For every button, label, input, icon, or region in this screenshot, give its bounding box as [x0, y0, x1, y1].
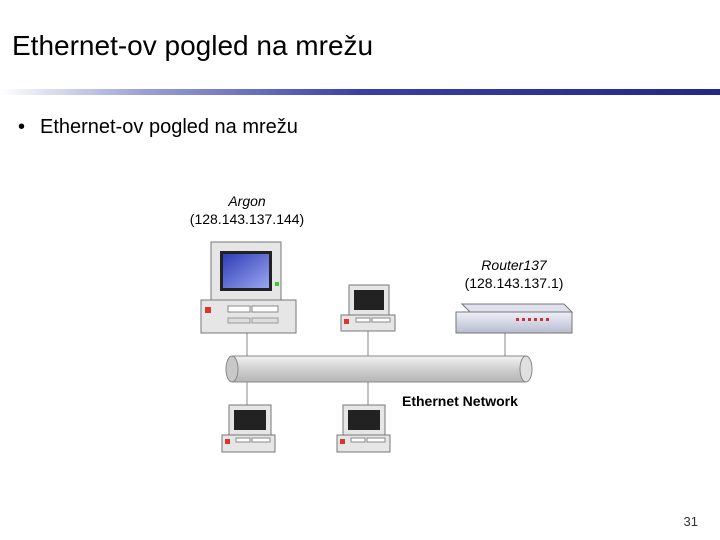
argon-computer-icon — [201, 242, 296, 333]
computer-icon-bottom-middle — [337, 405, 390, 452]
router-name-label: Router137 — [481, 257, 548, 273]
computer-icon-top — [341, 285, 395, 331]
ethernet-bus — [226, 356, 532, 382]
router-ip-label: (128.143.137.1) — [465, 275, 564, 291]
router-icon — [456, 304, 572, 333]
argon-name-label: Argon — [227, 193, 266, 209]
ethernet-network-label: Ethernet Network — [402, 393, 518, 409]
computer-icon-bottom-left — [222, 405, 275, 452]
argon-ip-label: (128.143.137.144) — [190, 211, 304, 227]
page-number: 31 — [684, 514, 698, 529]
